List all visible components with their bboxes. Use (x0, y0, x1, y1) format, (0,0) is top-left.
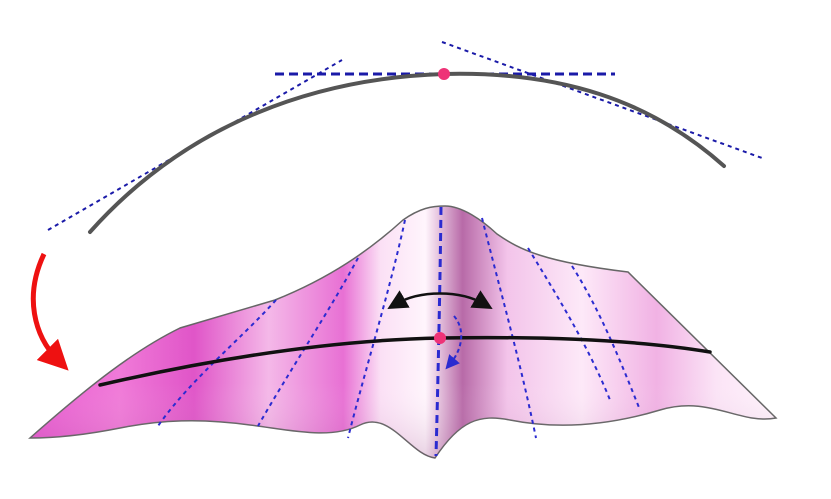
meridian-line-center (434, 206, 443, 457)
surface-point (434, 332, 446, 344)
surface-shading (30, 206, 776, 458)
curved-arrow-icon (30, 252, 69, 371)
double-headed-arrow-icon (387, 290, 493, 310)
meridian-line-2 (257, 257, 359, 427)
tangent-line-right (441, 41, 763, 159)
meridian-line-7 (571, 265, 641, 411)
upper-curve-group (47, 41, 763, 234)
meridian-line-5 (481, 217, 537, 439)
surface-group (28, 205, 778, 459)
curve-point (438, 68, 450, 80)
meridian-line-3 (347, 219, 406, 439)
meridian-line-1 (157, 299, 277, 427)
meridian-line-6 (527, 247, 611, 401)
upper-curve (88, 71, 726, 234)
